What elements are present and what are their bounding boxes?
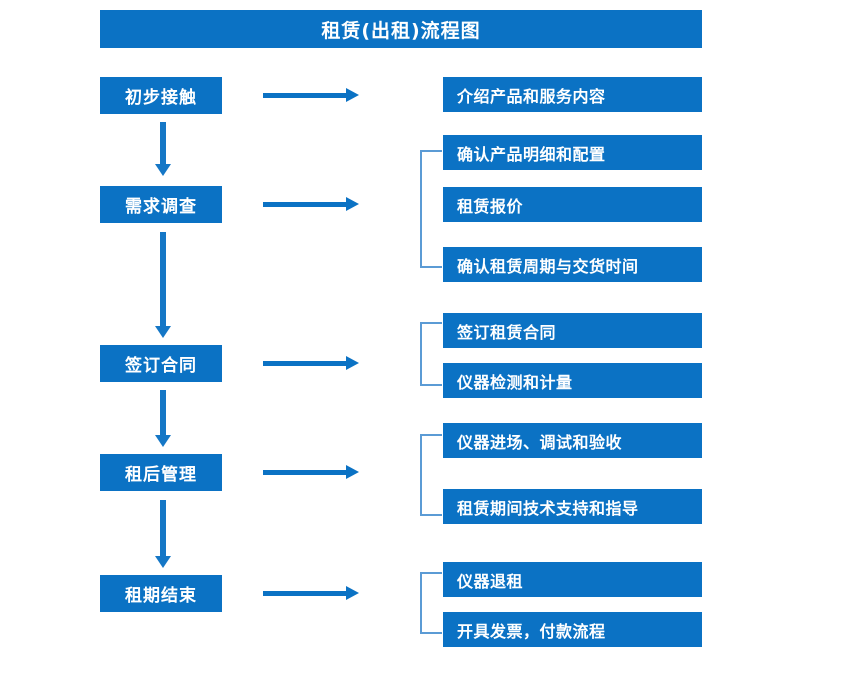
detail-box-7[interactable]: 仪器进场、调试和验收 xyxy=(443,423,702,458)
detail-box-6[interactable]: 仪器检测和计量 xyxy=(443,363,702,398)
group-bracket-2 xyxy=(420,322,442,386)
connector-arrow-down-1 xyxy=(155,122,171,176)
flow-arrow-right-2 xyxy=(263,197,359,211)
detail-box-4[interactable]: 确认租赁周期与交货时间 xyxy=(443,247,702,282)
detail-box-9[interactable]: 仪器退租 xyxy=(443,562,702,597)
page-title: 租赁(出租)流程图 xyxy=(100,10,702,48)
stage-box-4[interactable]: 租后管理 xyxy=(100,454,222,491)
group-bracket-3 xyxy=(420,434,442,516)
detail-box-2[interactable]: 确认产品明细和配置 xyxy=(443,135,702,170)
stage-box-5[interactable]: 租期结束 xyxy=(100,575,222,612)
connector-arrow-down-3 xyxy=(155,390,171,447)
flow-arrow-right-3 xyxy=(263,356,359,370)
group-bracket-4 xyxy=(420,572,442,634)
detail-box-10[interactable]: 开具发票，付款流程 xyxy=(443,612,702,647)
detail-box-1[interactable]: 介绍产品和服务内容 xyxy=(443,77,702,112)
connector-arrow-down-4 xyxy=(155,500,171,568)
stage-box-2[interactable]: 需求调查 xyxy=(100,186,222,223)
connector-arrow-down-2 xyxy=(155,232,171,338)
flow-arrow-right-5 xyxy=(263,586,359,600)
detail-box-5[interactable]: 签订租赁合同 xyxy=(443,313,702,348)
detail-box-3[interactable]: 租赁报价 xyxy=(443,187,702,222)
stage-box-3[interactable]: 签订合同 xyxy=(100,345,222,382)
group-bracket-1 xyxy=(420,150,442,268)
flow-arrow-right-4 xyxy=(263,465,359,479)
stage-box-1[interactable]: 初步接触 xyxy=(100,77,222,114)
detail-box-8[interactable]: 租赁期间技术支持和指导 xyxy=(443,489,702,524)
flow-arrow-right-1 xyxy=(263,88,359,102)
